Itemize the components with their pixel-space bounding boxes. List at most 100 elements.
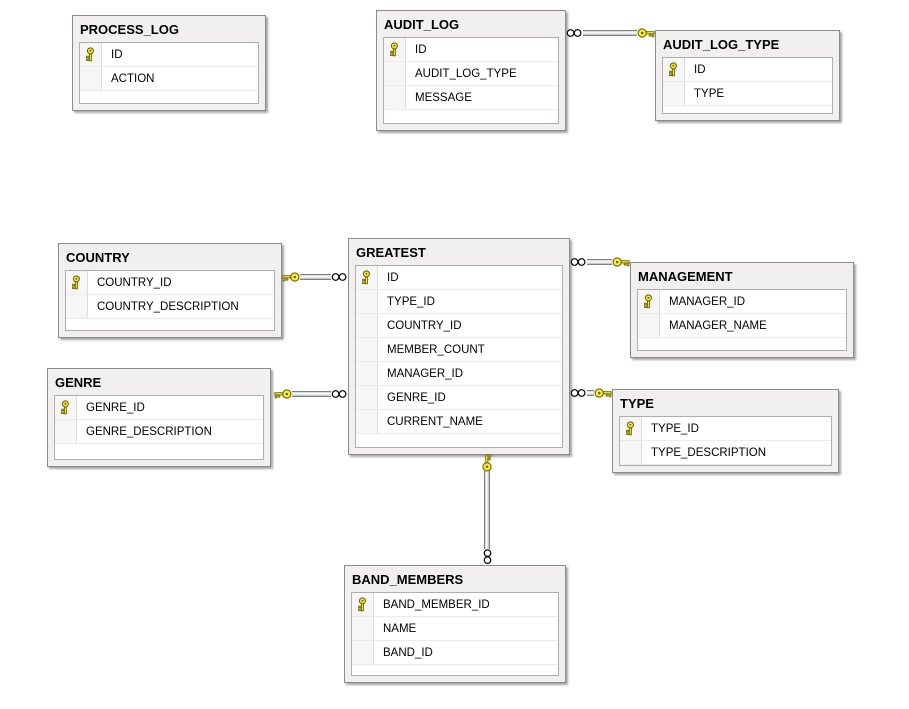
primary-key-cell: [352, 593, 374, 616]
table-columns: BAND_MEMBER_ID NAME BAND_ID: [351, 592, 559, 676]
primary-key-icon: [668, 62, 679, 77]
relationship-line: [300, 274, 331, 280]
column-name: MEMBER_COUNT: [387, 343, 485, 356]
table-title[interactable]: PROCESS_LOG: [80, 22, 179, 37]
column-row[interactable]: MESSAGE: [384, 86, 558, 110]
relationship-genre-to-greatest[interactable]: [274, 385, 348, 403]
column-row[interactable]: ID: [356, 266, 562, 290]
relationship-line: [587, 259, 612, 265]
column-row[interactable]: TYPE_DESCRIPTION: [620, 441, 831, 465]
column-row[interactable]: MANAGER_ID: [638, 290, 846, 314]
one-key-icon: [594, 387, 612, 399]
table-title[interactable]: TYPE: [620, 396, 654, 411]
empty-key-cell: [80, 67, 102, 90]
column-name: MANAGER_ID: [387, 367, 464, 380]
many-cardinality-icon: [331, 272, 348, 282]
table-title[interactable]: GREATEST: [356, 245, 426, 260]
table-band-members[interactable]: BAND_MEMBERS BAND_MEMBER_ID NAME BAND_ID: [344, 565, 566, 683]
primary-key-icon: [625, 421, 636, 436]
column-name: ID: [111, 48, 123, 61]
column-row[interactable]: MEMBER_COUNT: [356, 338, 562, 362]
column-row[interactable]: BAND_ID: [352, 641, 558, 665]
table-management[interactable]: MANAGEMENT MANAGER_ID MANAGER_NAME: [630, 262, 854, 358]
relationship-line: [587, 390, 594, 396]
empty-key-cell: [356, 338, 378, 361]
column-name: NAME: [383, 622, 417, 635]
primary-key-icon: [643, 294, 654, 309]
table-columns: ID AUDIT_LOG_TYPE MESSAGE: [383, 37, 559, 124]
table-title[interactable]: BAND_MEMBERS: [352, 572, 464, 587]
empty-key-cell: [356, 290, 378, 313]
one-key-icon: [274, 388, 292, 400]
column-row[interactable]: ID: [80, 43, 258, 67]
primary-key-icon: [71, 275, 82, 290]
column-row[interactable]: CURRENT_NAME: [356, 410, 562, 434]
table-title[interactable]: GENRE: [55, 375, 102, 390]
table-title[interactable]: MANAGEMENT: [638, 269, 733, 284]
column-row[interactable]: ID: [663, 58, 832, 82]
primary-key-cell: [55, 396, 77, 419]
column-name: GENRE_DESCRIPTION: [86, 425, 212, 438]
empty-key-cell: [638, 314, 660, 337]
column-name: ID: [415, 43, 427, 56]
relationship-audit-log-to-audit-log-type[interactable]: [566, 24, 655, 42]
empty-key-cell: [620, 441, 642, 464]
column-row[interactable]: ID: [384, 38, 558, 62]
relationship-greatest-to-management[interactable]: [570, 253, 630, 271]
primary-key-cell: [80, 43, 102, 66]
many-cardinality-icon: [570, 388, 587, 398]
table-columns: GENRE_ID GENRE_DESCRIPTION: [54, 395, 264, 460]
primary-key-icon: [357, 597, 368, 612]
column-name: MANAGER_ID: [669, 295, 746, 308]
column-row[interactable]: MANAGER_NAME: [638, 314, 846, 338]
relationship-greatest-to-band-members[interactable]: [478, 454, 496, 565]
primary-key-cell: [620, 417, 642, 440]
primary-key-cell: [66, 271, 88, 294]
empty-key-cell: [384, 86, 406, 109]
column-row[interactable]: COUNTRY_ID: [356, 314, 562, 338]
primary-key-icon: [361, 270, 372, 285]
column-row[interactable]: AUDIT_LOG_TYPE: [384, 62, 558, 86]
column-row[interactable]: MANAGER_ID: [356, 362, 562, 386]
column-name: AUDIT_LOG_TYPE: [415, 67, 517, 80]
table-greatest[interactable]: GREATEST ID TYPE_ID COUNTRY_ID MEMBER_COUNT…: [348, 238, 570, 455]
column-name: GENRE_ID: [86, 401, 145, 414]
column-name: ACTION: [111, 72, 155, 85]
column-row[interactable]: GENRE_DESCRIPTION: [55, 420, 263, 444]
column-row[interactable]: BAND_MEMBER_ID: [352, 593, 558, 617]
column-row[interactable]: TYPE_ID: [620, 417, 831, 441]
column-row[interactable]: GENRE_ID: [55, 396, 263, 420]
column-row[interactable]: GENRE_ID: [356, 386, 562, 410]
column-row[interactable]: COUNTRY_DESCRIPTION: [66, 295, 274, 319]
empty-key-cell: [356, 314, 378, 337]
column-row[interactable]: TYPE_ID: [356, 290, 562, 314]
table-genre[interactable]: GENRE GENRE_ID GENRE_DESCRIPTION: [47, 368, 271, 467]
relationship-country-to-greatest[interactable]: [282, 268, 348, 286]
one-key-icon: [478, 454, 496, 472]
primary-key-cell: [356, 266, 378, 289]
column-name: ID: [387, 271, 399, 284]
table-title[interactable]: AUDIT_LOG: [384, 17, 460, 32]
relationship-line: [583, 30, 637, 36]
column-row[interactable]: ACTION: [80, 67, 258, 91]
primary-key-cell: [638, 290, 660, 313]
empty-key-cell: [356, 386, 378, 409]
empty-key-cell: [384, 62, 406, 85]
table-process-log[interactable]: PROCESS_LOG ID ACTION: [72, 15, 266, 111]
primary-key-cell: [384, 38, 406, 61]
column-row[interactable]: NAME: [352, 617, 558, 641]
one-key-icon: [612, 256, 630, 268]
relationship-greatest-to-type[interactable]: [570, 384, 612, 402]
table-audit-log[interactable]: AUDIT_LOG ID AUDIT_LOG_TYPE MESSAGE: [376, 10, 566, 131]
column-name: COUNTRY_ID: [387, 319, 462, 332]
column-row[interactable]: COUNTRY_ID: [66, 271, 274, 295]
table-title[interactable]: COUNTRY: [66, 250, 130, 265]
table-title[interactable]: AUDIT_LOG_TYPE: [663, 37, 780, 52]
column-row[interactable]: TYPE: [663, 82, 832, 106]
